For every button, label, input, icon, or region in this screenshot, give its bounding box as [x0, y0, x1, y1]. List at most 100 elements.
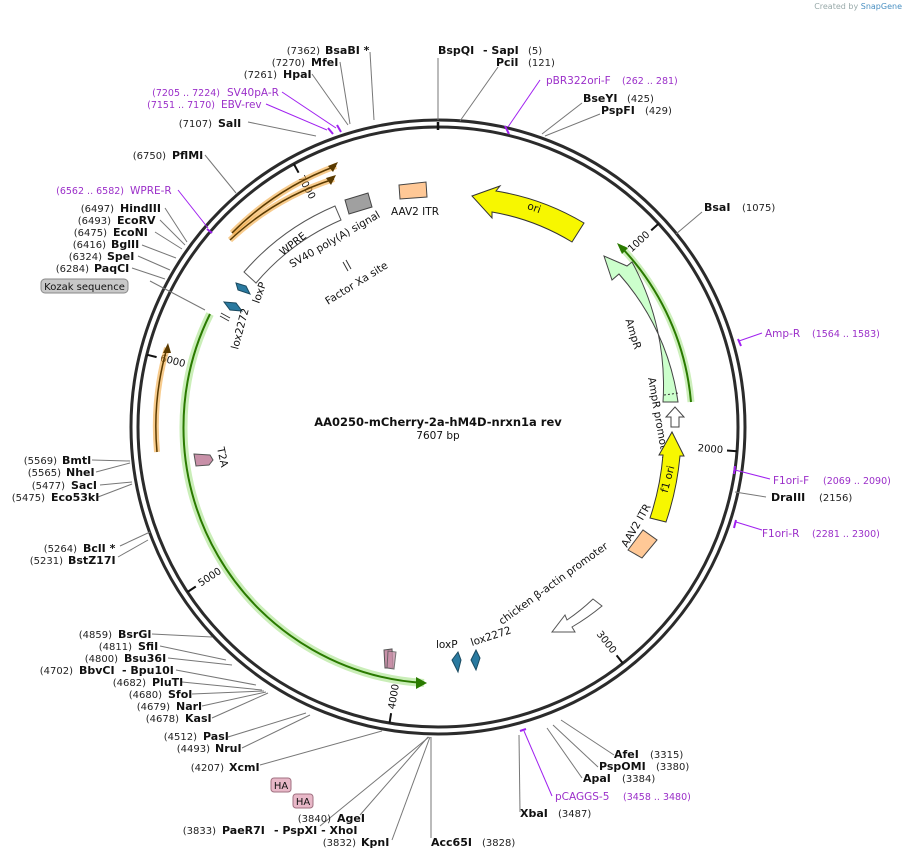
leader-f1ori-r	[735, 521, 763, 531]
wpre-arrow	[243, 205, 342, 284]
leader-pspomi	[552, 724, 599, 768]
enzyme-agei-pos: (3840)	[298, 814, 331, 825]
enzyme-bmti: BmtI	[62, 454, 91, 467]
enzyme-afei: AfeI	[614, 748, 639, 761]
snapgene-credit: Created by SnapGene	[814, 2, 902, 11]
enzyme-nhei: NheI	[66, 466, 95, 479]
enzyme-mfei-pos: (7270)	[272, 58, 305, 69]
ampr-label: AmpR	[623, 317, 644, 351]
primer-mark-pbr322ori-f	[504, 125, 510, 135]
enzyme-paqci: PaqCI	[94, 262, 129, 275]
enzyme-hindiii: HindIII	[120, 202, 161, 215]
tick-4000	[388, 713, 393, 724]
factor-xa-mark-1	[342, 261, 349, 272]
primer-mark-pcaggs-5	[519, 728, 527, 732]
orange-arc-top-outer-head	[328, 162, 338, 172]
enzyme-eco53ki-pos: (5475)	[12, 493, 45, 504]
leader-kozak	[149, 280, 206, 311]
ori-arrow	[471, 184, 585, 243]
leader-bsai	[675, 211, 703, 235]
enzyme-pasi: PasI	[203, 730, 229, 743]
ha-pill-2-label: HA	[296, 797, 311, 808]
primer-leader-lines	[177, 79, 771, 797]
primer-f1ori-r-pos: (2281 .. 2300)	[812, 529, 880, 540]
leader-nrui	[241, 714, 311, 749]
enzyme-bcli-pos: (5264)	[44, 544, 77, 555]
t2a-label: T2A	[214, 445, 230, 469]
primer-sv40pa-r: SV40pA-R	[227, 87, 279, 99]
leader-ecorv	[159, 219, 186, 246]
cba-promoter-label: chicken β-actin promoter	[497, 540, 611, 628]
enzyme-bseyi-pos: (425)	[627, 94, 654, 105]
leader-bbvci	[175, 669, 257, 686]
enzyme-saci-pos: (5477)	[32, 481, 65, 492]
leader-sv40pa-r	[281, 91, 337, 129]
loxp-bottom-label: loxP	[436, 639, 458, 651]
loxp-bottom-site	[451, 650, 462, 674]
enzyme-bsrgi: BsrGI	[118, 628, 151, 641]
primer-f1ori-f-pos: (2069 .. 2090)	[823, 476, 891, 487]
enzyme-draiii: DraIII	[771, 491, 805, 504]
enzyme-sfii: SfiI	[138, 640, 158, 653]
enzyme-xbai: XbaI	[520, 807, 548, 820]
enzyme-draiii-pos: (2156)	[819, 493, 852, 504]
leader-sali	[247, 121, 317, 137]
enzyme-apai: ApaI	[583, 772, 611, 785]
leader-bseyi	[541, 102, 583, 135]
enzyme-sfoi-pos: (4680)	[129, 690, 162, 701]
enzyme-kpni: KpnI	[361, 836, 389, 849]
leader-bcli	[119, 531, 151, 547]
leader-kasi	[211, 692, 269, 719]
enzyme-mfei: MfeI	[311, 56, 338, 69]
left-tiny-site-2	[220, 312, 231, 319]
leader-spei	[137, 255, 171, 271]
enzyme-sapi: - SapI	[483, 44, 519, 57]
enzyme-pspxi-xhoi: - PspXI - XhoI	[274, 824, 357, 837]
primer-amp-r-pos: (1564 .. 1583)	[812, 329, 880, 340]
leader-f1ori-f	[734, 469, 771, 480]
primer-ebv-rev-pos: (7151 .. 7170)	[147, 100, 215, 111]
enzyme-pspomi-pos: (3380)	[656, 762, 689, 773]
leader-pbr322ori-f	[507, 79, 541, 128]
enzyme-paer7i: PaeR7I	[222, 824, 265, 837]
enzyme-pflmi-pos: (6750)	[133, 151, 166, 162]
leader-wpre-r	[177, 189, 209, 229]
tick-5000	[186, 585, 197, 593]
lox2272-bottom-site	[470, 648, 481, 672]
orange-arc-top-outer	[231, 165, 337, 234]
primer-ebv-rev: EBV-rev	[221, 99, 262, 111]
enzyme-hpai: HpaI	[283, 68, 312, 81]
primer-pcaggs-5-pos: (3458 .. 3480)	[623, 792, 691, 803]
enzyme-paqci-pos: (6284)	[56, 264, 89, 275]
enzyme-afei-pos: (3315)	[650, 750, 683, 761]
leader-hpai	[311, 73, 349, 126]
leader-pasi	[227, 712, 307, 738]
tick-7000	[292, 163, 300, 174]
enzyme-bseyi: BseYI	[583, 92, 617, 105]
f1-ori-arrow	[649, 430, 685, 523]
tick-label-1000: 1000	[626, 229, 652, 254]
enzyme-spei: SpeI	[107, 250, 134, 263]
enzyme-agei: AgeI	[337, 812, 365, 825]
primer-sv40pa-r-pos: (7205 .. 7224)	[152, 88, 220, 99]
enzyme-econi: EcoNI	[113, 226, 148, 239]
enzyme-acc65i: Acc65I	[431, 836, 472, 849]
tick-label-3000: 3000	[594, 629, 618, 656]
enzyme-bpu10i: - Bpu10I	[122, 664, 174, 677]
enzyme-pspfi: PspFI	[601, 104, 635, 117]
enzyme-nari-pos: (4679)	[137, 702, 170, 713]
lox2272-left-site	[222, 301, 244, 312]
primer-wpre-r-pos: (6562 .. 6582)	[56, 186, 124, 197]
factor-xa-label: Factor Xa site	[323, 260, 390, 308]
enzyme-hindiii-pos: (6497)	[81, 204, 114, 215]
leader-paqci	[131, 267, 166, 280]
primer-mark-f1ori-r	[733, 519, 737, 529]
enzyme-kasi-pos: (4678)	[146, 714, 179, 725]
kozak-pill	[40, 278, 129, 294]
enzyme-sfoi: SfoI	[168, 688, 192, 701]
enzyme-xcmi-pos: (4207)	[191, 763, 224, 774]
primer-wpre-r: WPRE-R	[130, 185, 172, 197]
ampr-line	[621, 247, 692, 403]
enzyme-sali: SalI	[218, 117, 241, 130]
